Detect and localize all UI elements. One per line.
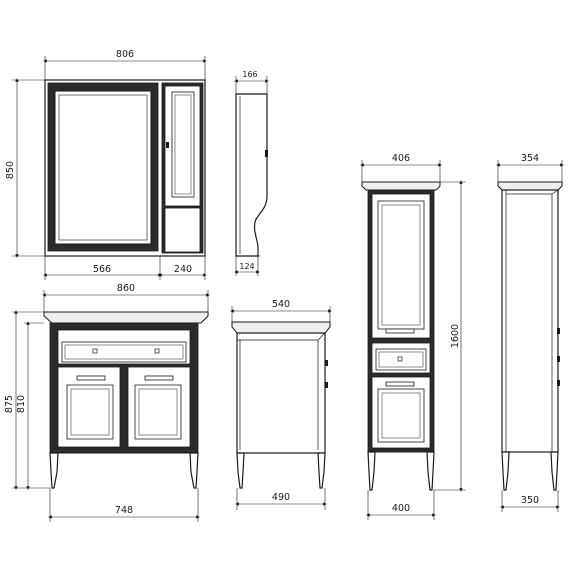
dim-mirror-side-depth-top: 166 — [242, 70, 257, 79]
mirror-cabinet-front — [44, 79, 206, 257]
dim-mirror-total-width: 806 — [116, 49, 134, 60]
tall-cabinet-side-dimensions: 354 350 — [496, 153, 564, 512]
dim-tall-base-width: 400 — [392, 503, 410, 514]
vanity-front — [43, 311, 209, 489]
mirror-dimensions: 806 850 566 240 — [5, 49, 207, 280]
dim-mirror-side-width: 240 — [174, 264, 192, 275]
tall-cabinet-side — [497, 181, 563, 491]
vanity-front-dimensions: 860 875 810 748 — [4, 283, 210, 522]
dim-vanity-legs-width: 748 — [115, 505, 133, 516]
dim-vanity-top-depth: 540 — [272, 299, 290, 310]
dim-tall-top-width: 406 — [392, 153, 410, 164]
dim-vanity-body-depth: 490 — [272, 492, 290, 503]
dim-mirror-height: 850 — [5, 161, 16, 179]
tall-cabinet-front-dimensions: 406 1600 400 — [360, 153, 466, 520]
dim-mirror-side-depth-bottom: 124 — [239, 262, 254, 271]
tall-cabinet-front — [361, 181, 441, 491]
dim-tall-height: 1600 — [450, 324, 461, 348]
dim-vanity-top-width: 860 — [117, 283, 135, 294]
dim-mirror-main-width: 566 — [93, 264, 111, 275]
mirror-side-profile — [235, 93, 268, 257]
dim-vanity-body-height: 810 — [16, 395, 27, 413]
vanity-side-dimensions: 540 490 — [230, 299, 332, 510]
vanity-side — [231, 321, 331, 489]
dim-tall-top-depth: 354 — [521, 153, 539, 164]
dim-tall-base-depth: 350 — [521, 495, 539, 506]
mirror-side-dimensions: 166 124 — [234, 70, 269, 276]
dim-vanity-total-height: 875 — [4, 395, 15, 413]
